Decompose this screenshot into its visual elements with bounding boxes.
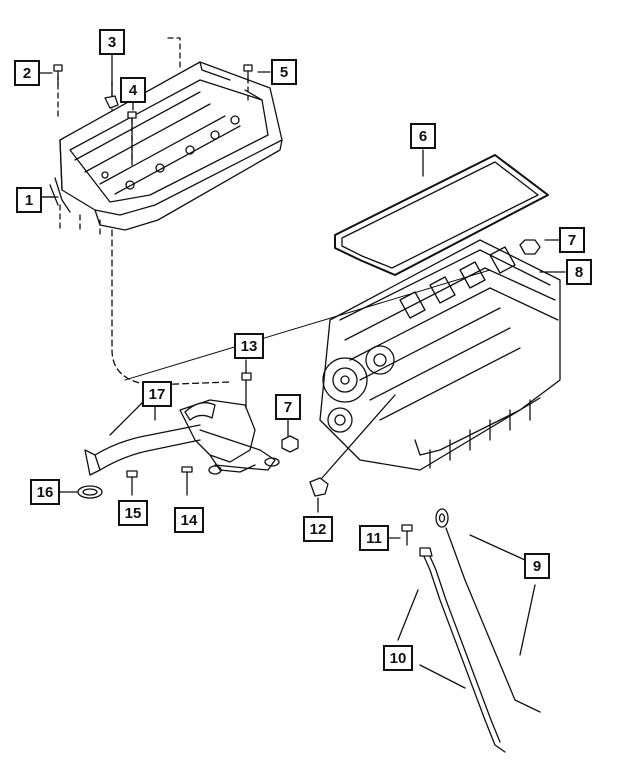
callout-5: 5	[271, 59, 297, 85]
callout-7-top: 7	[559, 227, 585, 253]
bolt-15	[126, 470, 138, 496]
callout-13: 13	[234, 333, 264, 359]
bolt-11	[384, 524, 413, 546]
callout-15: 15	[118, 500, 148, 526]
callout-2: 2	[14, 60, 40, 86]
callout-9: 9	[524, 553, 550, 579]
stud-13	[241, 359, 252, 409]
callout-1: 1	[16, 187, 42, 213]
callout-12: 12	[303, 516, 333, 542]
callout-8: 8	[566, 259, 592, 285]
bolt-14	[181, 466, 193, 496]
o-ring-16	[57, 485, 103, 499]
oil-pan-housing	[39, 61, 283, 231]
gasket-6	[334, 149, 549, 276]
oil-pickup-assembly-17	[84, 399, 280, 476]
dipstick-tube-10	[397, 547, 506, 753]
callout-14: 14	[174, 507, 204, 533]
dipstick-9	[435, 508, 541, 713]
callout-11: 11	[359, 525, 389, 551]
plug-12	[309, 394, 396, 513]
long-bolt-4	[127, 111, 137, 166]
callout-16: 16	[30, 479, 60, 505]
engine-block-8	[319, 239, 566, 471]
callout-7-bottom: 7	[275, 394, 301, 420]
callout-4: 4	[120, 77, 146, 103]
nut-7-lower	[281, 419, 299, 453]
sensor-3	[104, 67, 119, 109]
callout-6: 6	[410, 123, 436, 149]
callout-17: 17	[142, 381, 172, 407]
callout-10: 10	[383, 645, 413, 671]
bolt-5	[243, 64, 253, 83]
callout-3: 3	[99, 29, 125, 55]
bolt-2	[53, 64, 63, 86]
